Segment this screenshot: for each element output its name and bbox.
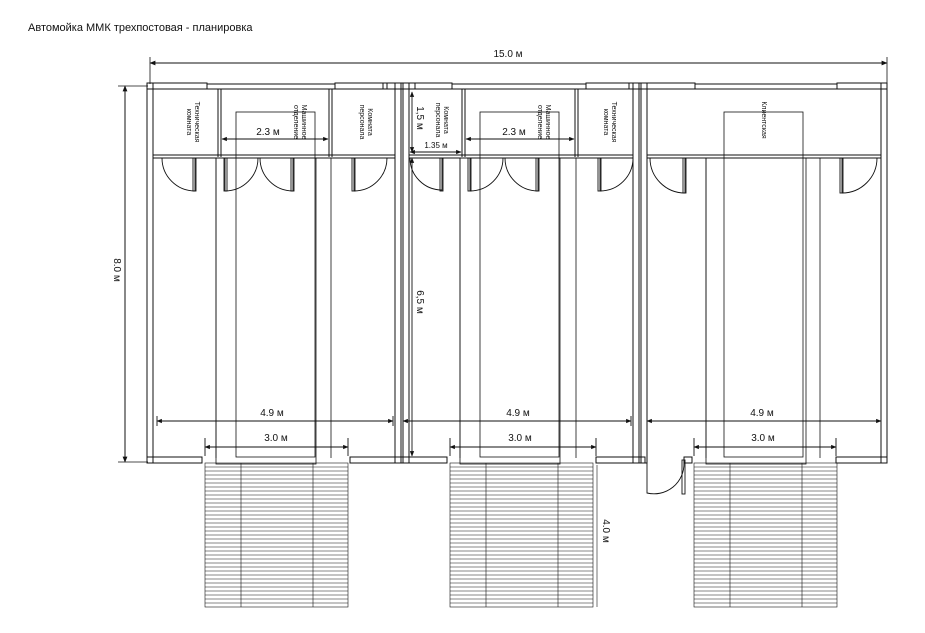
tech2-width-label: 2.3 м [502, 127, 526, 138]
ramp-3 [693, 462, 838, 608]
ramp-2 [449, 462, 594, 608]
wash-pits [215, 111, 821, 465]
staff-room-depth-label: 1,5 м [414, 106, 425, 130]
walls [146, 82, 888, 464]
client-room-label: Клиентская [760, 101, 767, 139]
bay1-width-label: 4.9 м [260, 408, 284, 419]
total-depth-label: 8.0 м [111, 258, 122, 282]
bay-inner-depth-label: 6,5 м [414, 290, 425, 314]
pit1-width-label: 3.0 м [264, 433, 288, 444]
dimension-labels: 4.9 м 4.9 м 4.9 м 3.0 м 3.0 м 3.0 м 2.3 … [256, 106, 775, 543]
total-width-label: 15.0 м [493, 49, 522, 60]
room-labels: Техническаякомната Машинноеотделение Ком… [185, 101, 767, 142]
partitions [153, 89, 881, 159]
doors [161, 157, 878, 495]
machine-room-label-bay1: Машинноеотделение [292, 105, 307, 140]
staff-room-width-label: 1.35 м [424, 141, 447, 150]
page-title: Автомойка ММК трехпостовая - планировка [28, 22, 253, 34]
ramp-1 [204, 462, 349, 608]
ramp-length-label: 4.0 м [600, 519, 611, 543]
ramps [204, 462, 838, 608]
machine-room-label-bay2: Машинноеотделение [536, 105, 551, 140]
tech-room-label-bay2: Техническаякомната [602, 102, 617, 143]
pit3-width-label: 3.0 м [751, 433, 775, 444]
total-width-dimension: 15.0 м [149, 49, 888, 84]
tech1-width-label: 2.3 м [256, 127, 280, 138]
bay3-width-label: 4.9 м [750, 408, 774, 419]
total-depth-dimension: 8.0 м [111, 85, 148, 463]
pit2-width-label: 3.0 м [508, 433, 532, 444]
tech-room-label-bay1: Техническаякомната [185, 102, 200, 143]
bay-dimensions [156, 91, 882, 607]
bay2-width-label: 4.9 м [506, 408, 530, 419]
staff-room-label-bay2: Комнатаперсонала [434, 103, 449, 138]
staff-room-label-bay1: Комнатаперсонала [358, 105, 373, 140]
